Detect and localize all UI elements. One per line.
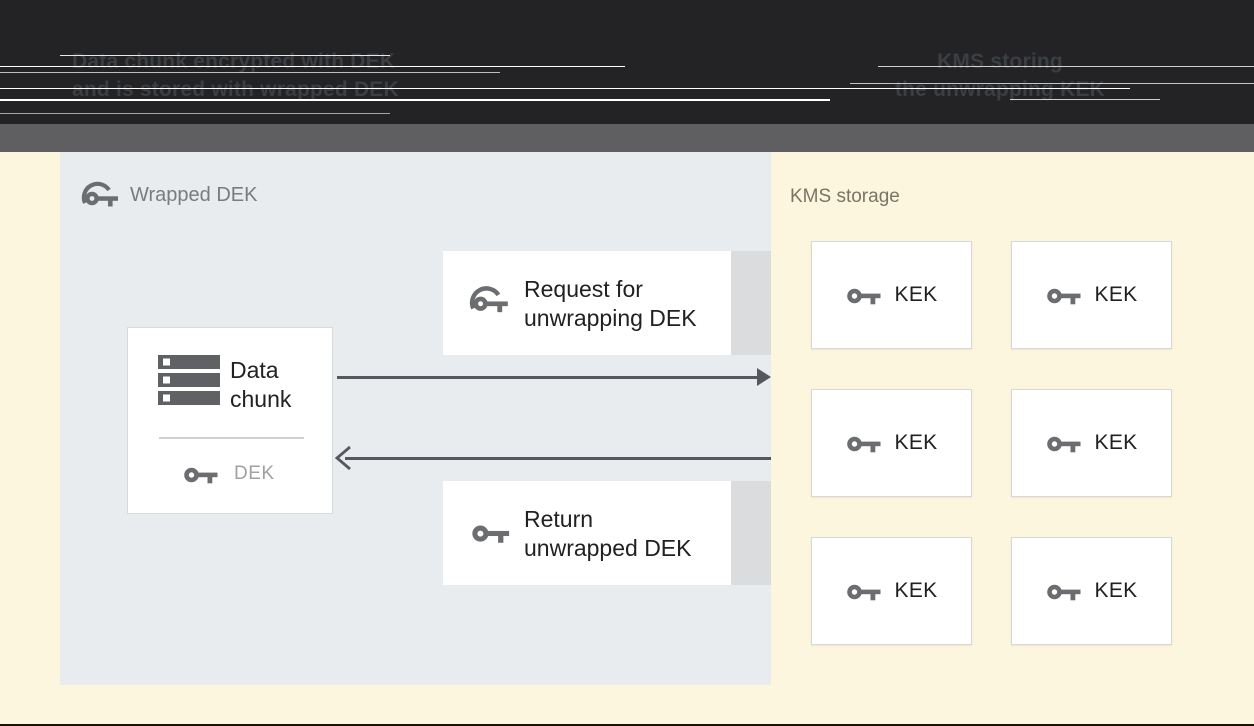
key-icon xyxy=(846,283,884,307)
storage-stack-icon xyxy=(158,355,220,405)
kek-label: KEK xyxy=(1094,579,1138,602)
kek-box: KEK xyxy=(1011,537,1172,645)
kek-label: KEK xyxy=(1094,431,1138,454)
header-bar: Data chunk encrypted with DEK and is sto… xyxy=(0,0,1254,124)
kek-box: KEK xyxy=(811,389,972,497)
wrapped-key-icon xyxy=(468,281,512,315)
kek-label: KEK xyxy=(1094,283,1138,306)
header-divider-band xyxy=(0,124,1254,152)
request-unwrapping-dek-box: Request for unwrapping DEK xyxy=(443,251,731,355)
bottom-edge-line xyxy=(0,724,1254,726)
header-caption-left-line1: Data chunk encrypted with DEK xyxy=(72,50,396,73)
key-icon xyxy=(846,431,884,455)
dek-label: DEK xyxy=(234,463,275,484)
data-chunk-box: Data chunk DEK xyxy=(127,327,333,514)
arrow-right-icon xyxy=(757,368,771,386)
key-icon xyxy=(1046,283,1084,307)
data-chunk-divider xyxy=(159,437,304,439)
kms-storage-label: KMS storage xyxy=(790,186,900,207)
glitch-line xyxy=(0,113,390,114)
key-icon xyxy=(1046,579,1084,603)
key-icon xyxy=(471,519,513,546)
kek-label: KEK xyxy=(894,431,938,454)
kek-label: KEK xyxy=(894,579,938,602)
key-icon xyxy=(1046,431,1084,455)
key-icon xyxy=(846,579,884,603)
arrow-left-icon xyxy=(334,444,352,472)
header-caption-left: Data chunk encrypted with DEK and is sto… xyxy=(72,48,399,104)
data-chunk-label: Data chunk xyxy=(230,357,292,412)
return-unwrapped-dek-box: Return unwrapped DEK xyxy=(443,481,731,585)
header-caption-right-line2: the unwrapping KEK xyxy=(894,78,1106,101)
kek-box: KEK xyxy=(811,537,972,645)
request-arrow xyxy=(337,376,759,379)
header-caption-right: KMS storing the unwrapping KEK xyxy=(870,48,1130,104)
return-box-tab xyxy=(731,481,771,585)
header-caption-right-line1: KMS storing xyxy=(937,50,1063,73)
dek-row: DEK xyxy=(183,462,275,486)
key-icon xyxy=(183,462,221,486)
kek-label: KEK xyxy=(894,283,938,306)
wrapped-key-icon xyxy=(80,177,122,209)
kek-box: KEK xyxy=(811,241,972,349)
request-box-tab xyxy=(731,251,771,355)
return-box-label: Return unwrapped DEK xyxy=(524,506,692,561)
request-box-label: Request for unwrapping DEK xyxy=(524,276,697,331)
kek-box: KEK xyxy=(1011,241,1172,349)
return-arrow xyxy=(345,457,771,460)
wrapped-dek-panel-label: Wrapped DEK xyxy=(130,184,258,206)
kek-box: KEK xyxy=(1011,389,1172,497)
header-caption-left-line2: and is stored with wrapped DEK xyxy=(72,78,399,101)
